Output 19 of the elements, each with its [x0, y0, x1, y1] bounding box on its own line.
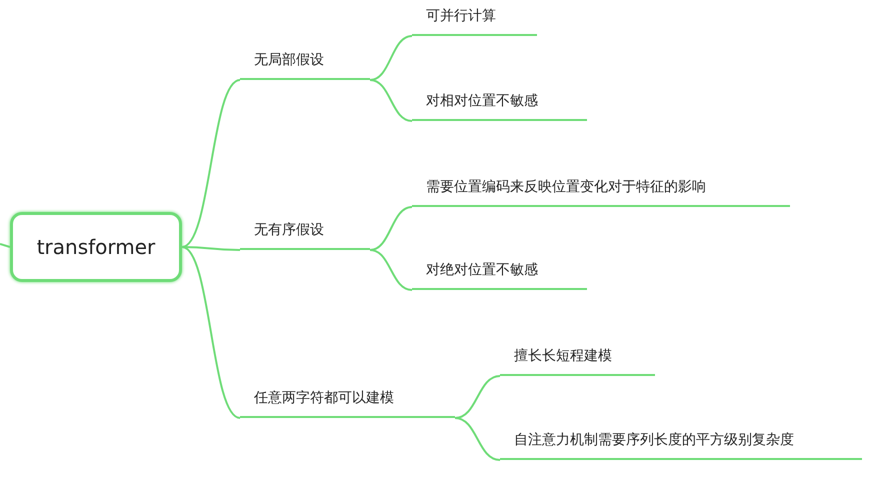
- topic-text: 可并行计算: [426, 7, 496, 25]
- branch-line: [454, 417, 500, 461]
- branch-line: [182, 79, 240, 248]
- branch-line: [370, 249, 412, 291]
- topic-text: 自注意力机制需要序列长度的平方级别复杂度: [514, 431, 794, 449]
- topic-text: 对绝对位置不敏感: [426, 261, 538, 279]
- root-topic-box: transformer: [10, 212, 182, 282]
- branch-line: [370, 35, 412, 81]
- branch-line: [370, 206, 412, 251]
- topic-text: 需要位置编码来反映位置变化对于特征的影响: [426, 178, 706, 196]
- branch-line: [370, 79, 412, 122]
- topic-text: 对相对位置不敏感: [426, 92, 538, 110]
- branch-line: [182, 246, 240, 419]
- branch-line: [0, 243, 10, 248]
- branch-line: [454, 375, 500, 419]
- topic-text: 擅长长短程建模: [514, 347, 612, 365]
- topic-text: 任意两字符都可以建模: [254, 389, 394, 407]
- topic-text: 无局部假设: [254, 51, 324, 69]
- topic-text: 无有序假设: [254, 221, 324, 239]
